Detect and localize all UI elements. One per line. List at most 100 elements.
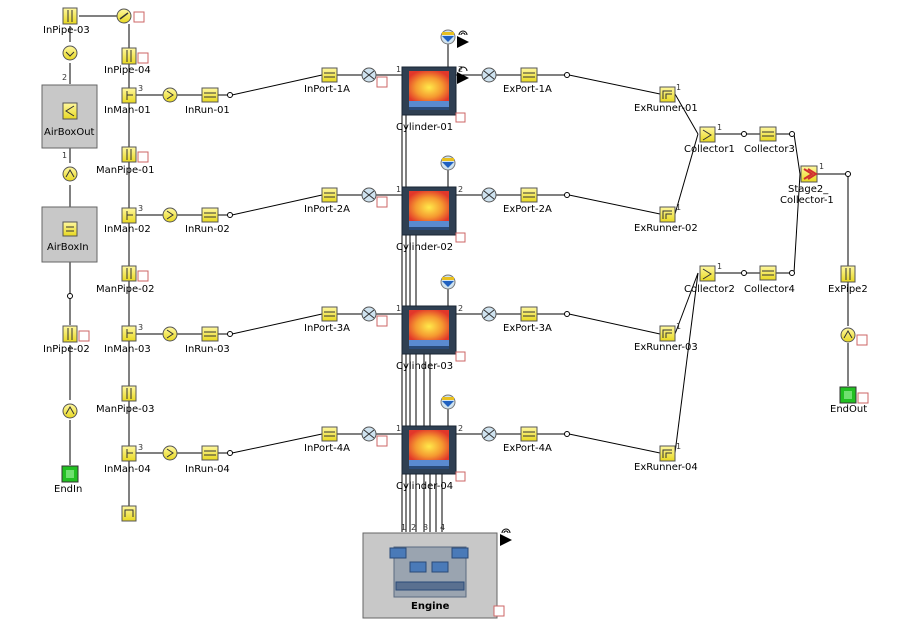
intake-valve-icon[interactable] xyxy=(361,426,377,442)
intake-valve-icon[interactable] xyxy=(361,187,377,203)
cylinder-3[interactable] xyxy=(401,305,457,355)
inman-04[interactable] xyxy=(121,445,137,462)
cylinder-2[interactable] xyxy=(401,186,457,236)
port-num: 1 xyxy=(62,151,67,160)
exrunner-01[interactable] xyxy=(659,86,676,103)
engine-block[interactable] xyxy=(362,532,498,619)
airboxout[interactable] xyxy=(41,84,98,149)
plot-icon[interactable] xyxy=(455,351,466,362)
plot-icon[interactable] xyxy=(455,471,466,482)
inport-label: InPort-1A xyxy=(304,84,350,95)
intake-valve-icon[interactable] xyxy=(361,306,377,322)
plot-icon[interactable] xyxy=(455,112,466,123)
export-2a[interactable] xyxy=(520,187,538,203)
manpipe-03[interactable] xyxy=(121,385,137,402)
inrun-04[interactable] xyxy=(201,445,219,461)
exrunner-label: ExRunner-02 xyxy=(634,223,698,234)
export-4a[interactable] xyxy=(520,426,538,442)
plot-icon[interactable] xyxy=(376,76,388,88)
plot-icon[interactable] xyxy=(376,196,388,208)
port-num: 1 xyxy=(676,442,681,451)
node xyxy=(564,72,570,78)
plot-icon[interactable] xyxy=(856,334,868,346)
injector-icon[interactable] xyxy=(440,29,456,45)
plot-icon[interactable] xyxy=(137,270,149,282)
endout[interactable] xyxy=(839,386,857,404)
inman-02[interactable] xyxy=(121,207,137,224)
inrun-04-label: InRun-04 xyxy=(185,464,230,475)
junction-flowsplit-icon[interactable] xyxy=(116,8,132,24)
engine-label: Engine xyxy=(411,601,450,612)
collector2[interactable] xyxy=(699,265,716,282)
exhaust-valve-icon[interactable] xyxy=(481,67,497,83)
exrunner-02[interactable] xyxy=(659,206,676,223)
port-num: 2 xyxy=(62,73,67,82)
plot-icon[interactable] xyxy=(376,315,388,327)
plot-icon[interactable] xyxy=(78,330,90,342)
stage2-collector[interactable] xyxy=(800,165,818,183)
endin[interactable] xyxy=(61,465,79,483)
orifice-fitting-icon[interactable] xyxy=(62,45,78,61)
inpipe-03[interactable] xyxy=(62,7,78,25)
airboxout-label: AirBoxOut xyxy=(44,127,95,138)
export-3a[interactable] xyxy=(520,306,538,322)
inpipe-02[interactable] xyxy=(62,325,78,343)
intake-valve-icon[interactable] xyxy=(361,67,377,83)
inport-1a[interactable] xyxy=(321,67,338,83)
inport-3a[interactable] xyxy=(321,306,338,322)
cylinder-4[interactable] xyxy=(401,425,457,475)
inpipe-04[interactable] xyxy=(121,47,137,65)
signal-wave-icon[interactable] xyxy=(457,30,469,48)
flowsplit-icon[interactable] xyxy=(840,327,856,343)
inman-03[interactable] xyxy=(121,325,137,342)
plot-icon[interactable] xyxy=(493,605,505,617)
exhaust-valve-icon[interactable] xyxy=(481,187,497,203)
orifice-icon[interactable] xyxy=(162,87,178,103)
inman-01[interactable] xyxy=(121,87,137,104)
flowsplit-icon[interactable] xyxy=(62,403,78,419)
manpipe-01-label: ManPipe-01 xyxy=(96,165,155,176)
port-num: 3 xyxy=(138,443,143,452)
injector-icon[interactable] xyxy=(440,155,456,171)
node xyxy=(227,212,233,218)
plot-icon[interactable] xyxy=(376,435,388,447)
exhaust-valve-icon[interactable] xyxy=(481,426,497,442)
inman-01-label: InMan-01 xyxy=(104,105,151,116)
inrun-02[interactable] xyxy=(201,207,219,223)
port-num: 1 xyxy=(676,322,681,331)
expipe2[interactable] xyxy=(840,265,856,283)
node xyxy=(741,131,747,137)
injector-icon[interactable] xyxy=(440,394,456,410)
inport-2a[interactable] xyxy=(321,187,338,203)
collector1[interactable] xyxy=(699,126,716,143)
inrun-01[interactable] xyxy=(201,87,219,103)
endcap[interactable] xyxy=(121,505,137,522)
node xyxy=(227,92,233,98)
plot-icon[interactable] xyxy=(137,52,149,64)
orifice-icon[interactable] xyxy=(162,445,178,461)
manpipe-02[interactable] xyxy=(121,265,137,282)
plot-icon[interactable] xyxy=(455,232,466,243)
signal-wave-icon[interactable] xyxy=(457,66,469,84)
cylinder-1[interactable] xyxy=(401,66,457,116)
collector3[interactable] xyxy=(759,126,777,142)
inrun-03[interactable] xyxy=(201,326,219,342)
airboxin[interactable] xyxy=(41,206,98,263)
orifice-icon[interactable] xyxy=(162,207,178,223)
injector-icon[interactable] xyxy=(440,274,456,290)
manpipe-03-label: ManPipe-03 xyxy=(96,404,155,415)
orifice-icon[interactable] xyxy=(162,326,178,342)
signal-wave-icon[interactable] xyxy=(500,528,512,546)
exhaust-valve-icon[interactable] xyxy=(481,306,497,322)
exrunner-03[interactable] xyxy=(659,325,676,342)
manpipe-01[interactable] xyxy=(121,146,137,163)
flowsplit-icon[interactable] xyxy=(62,166,78,182)
export-1a[interactable] xyxy=(520,67,538,83)
plot-icon[interactable] xyxy=(857,392,869,404)
plot-icon[interactable] xyxy=(137,151,149,163)
collector4[interactable] xyxy=(759,265,777,281)
inport-4a[interactable] xyxy=(321,426,338,442)
exrunner-04[interactable] xyxy=(659,445,676,462)
plot-icon[interactable] xyxy=(133,11,145,23)
